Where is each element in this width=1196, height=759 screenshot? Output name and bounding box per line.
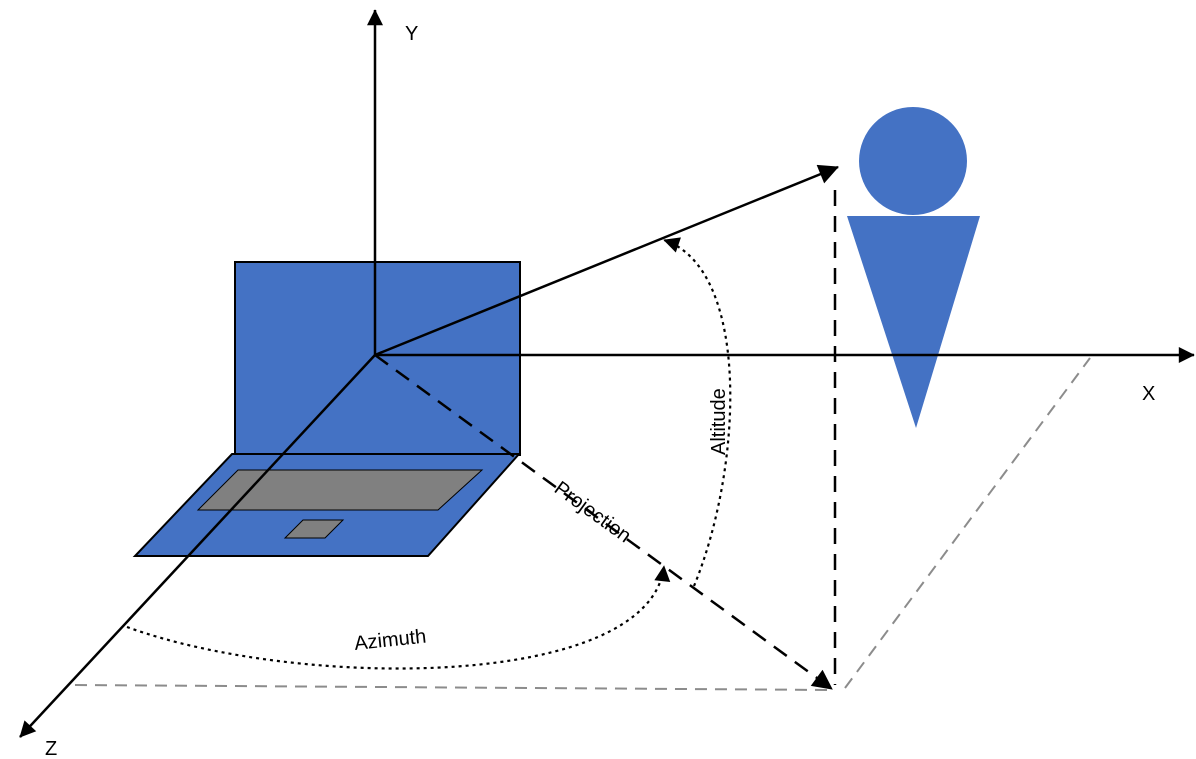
axes — [19, 9, 1195, 738]
person-head — [859, 107, 967, 215]
laptop-icon — [132, 261, 522, 557]
altitude-label: Altitude — [708, 388, 730, 455]
y-axis-label: Y — [405, 23, 418, 45]
direction-vector — [374, 164, 839, 357]
person-body — [847, 216, 980, 428]
laptop-trackpad — [283, 519, 345, 539]
person-icon — [847, 107, 980, 428]
projection-label: Projection — [550, 477, 635, 547]
azimuth-label: Azimuth — [353, 626, 427, 655]
z-axis — [19, 354, 376, 738]
x-axis-label: X — [1142, 383, 1155, 405]
altitude-arc — [663, 237, 732, 587]
ground-plane — [74, 357, 1091, 691]
z-axis-label: Z — [45, 738, 57, 759]
laptop-screen — [234, 261, 521, 456]
laptop-keyboard — [196, 469, 484, 511]
azimuth-arc — [126, 565, 671, 670]
projection-line — [374, 353, 833, 691]
